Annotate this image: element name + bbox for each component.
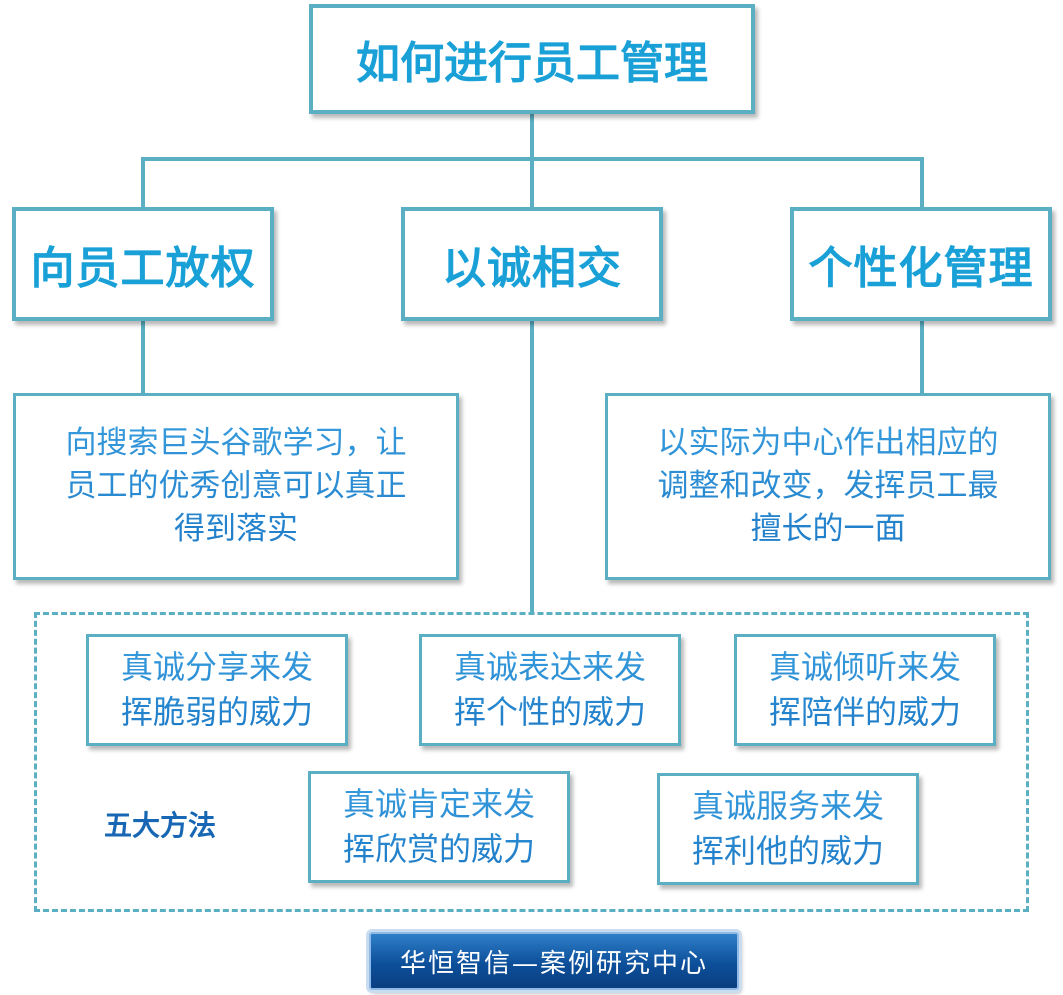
detail-right: 以实际为中心作出相应的 调整和改变，发挥员工最 擅长的一面: [605, 393, 1051, 580]
detail-line: 调整和改变，发挥员工最: [657, 468, 999, 504]
method-line: 真诚倾听来发: [768, 648, 961, 686]
root-node: 如何进行员工管理: [309, 4, 755, 114]
branch-label: 向员工放权: [30, 243, 256, 294]
method-line: 真诚表达来发: [453, 648, 646, 686]
method-line: 挥脆弱的威力: [120, 693, 313, 731]
method-listen: 真诚倾听来发 挥陪伴的威力: [734, 634, 996, 746]
branch-label: 以诚相交: [442, 243, 622, 294]
detail-line: 擅长的一面: [750, 511, 906, 547]
branch-label: 个性化管理: [808, 243, 1034, 294]
footer-banner: 华恒智信—案例研究中心: [369, 932, 739, 990]
method-serve: 真诚服务来发 挥利他的威力: [657, 773, 919, 885]
connector-center-drop: [530, 157, 534, 209]
methods-label: 五大方法: [104, 809, 217, 842]
method-affirm: 真诚肯定来发 挥欣赏的威力: [308, 771, 570, 883]
method-line: 挥欣赏的威力: [342, 830, 535, 868]
connector-right-detail: [920, 320, 924, 395]
method-express: 真诚表达来发 挥个性的威力: [419, 634, 681, 746]
method-line: 真诚肯定来发: [342, 785, 535, 823]
branch-node-sincerity: 以诚相交: [401, 207, 663, 321]
footer-text: 华恒智信—案例研究中心: [399, 948, 708, 979]
connector-center-methods: [530, 320, 534, 615]
detail-line: 以实际为中心作出相应的: [657, 425, 999, 461]
branch-node-personalized: 个性化管理: [790, 207, 1052, 321]
detail-left: 向搜索巨头谷歌学习，让 员工的优秀创意可以真正 得到落实: [13, 393, 459, 580]
diagram-title: 如何进行员工管理: [356, 38, 708, 89]
method-line: 挥陪伴的威力: [768, 693, 961, 731]
method-line: 挥利他的威力: [691, 832, 884, 870]
detail-line: 得到落实: [174, 511, 298, 547]
branch-node-empower: 向员工放权: [12, 207, 274, 321]
connector-root-stem: [530, 113, 534, 160]
methods-group: [34, 612, 1029, 912]
detail-line: 员工的优秀创意可以真正: [65, 468, 407, 504]
connector-right-drop: [920, 157, 924, 209]
method-line: 挥个性的威力: [453, 693, 646, 731]
method-line: 真诚分享来发: [120, 648, 313, 686]
connector-left-drop: [141, 157, 145, 209]
method-line: 真诚服务来发: [691, 787, 884, 825]
detail-line: 向搜索巨头谷歌学习，让: [65, 425, 407, 461]
method-share: 真诚分享来发 挥脆弱的威力: [86, 634, 348, 746]
connector-left-detail: [141, 320, 145, 395]
